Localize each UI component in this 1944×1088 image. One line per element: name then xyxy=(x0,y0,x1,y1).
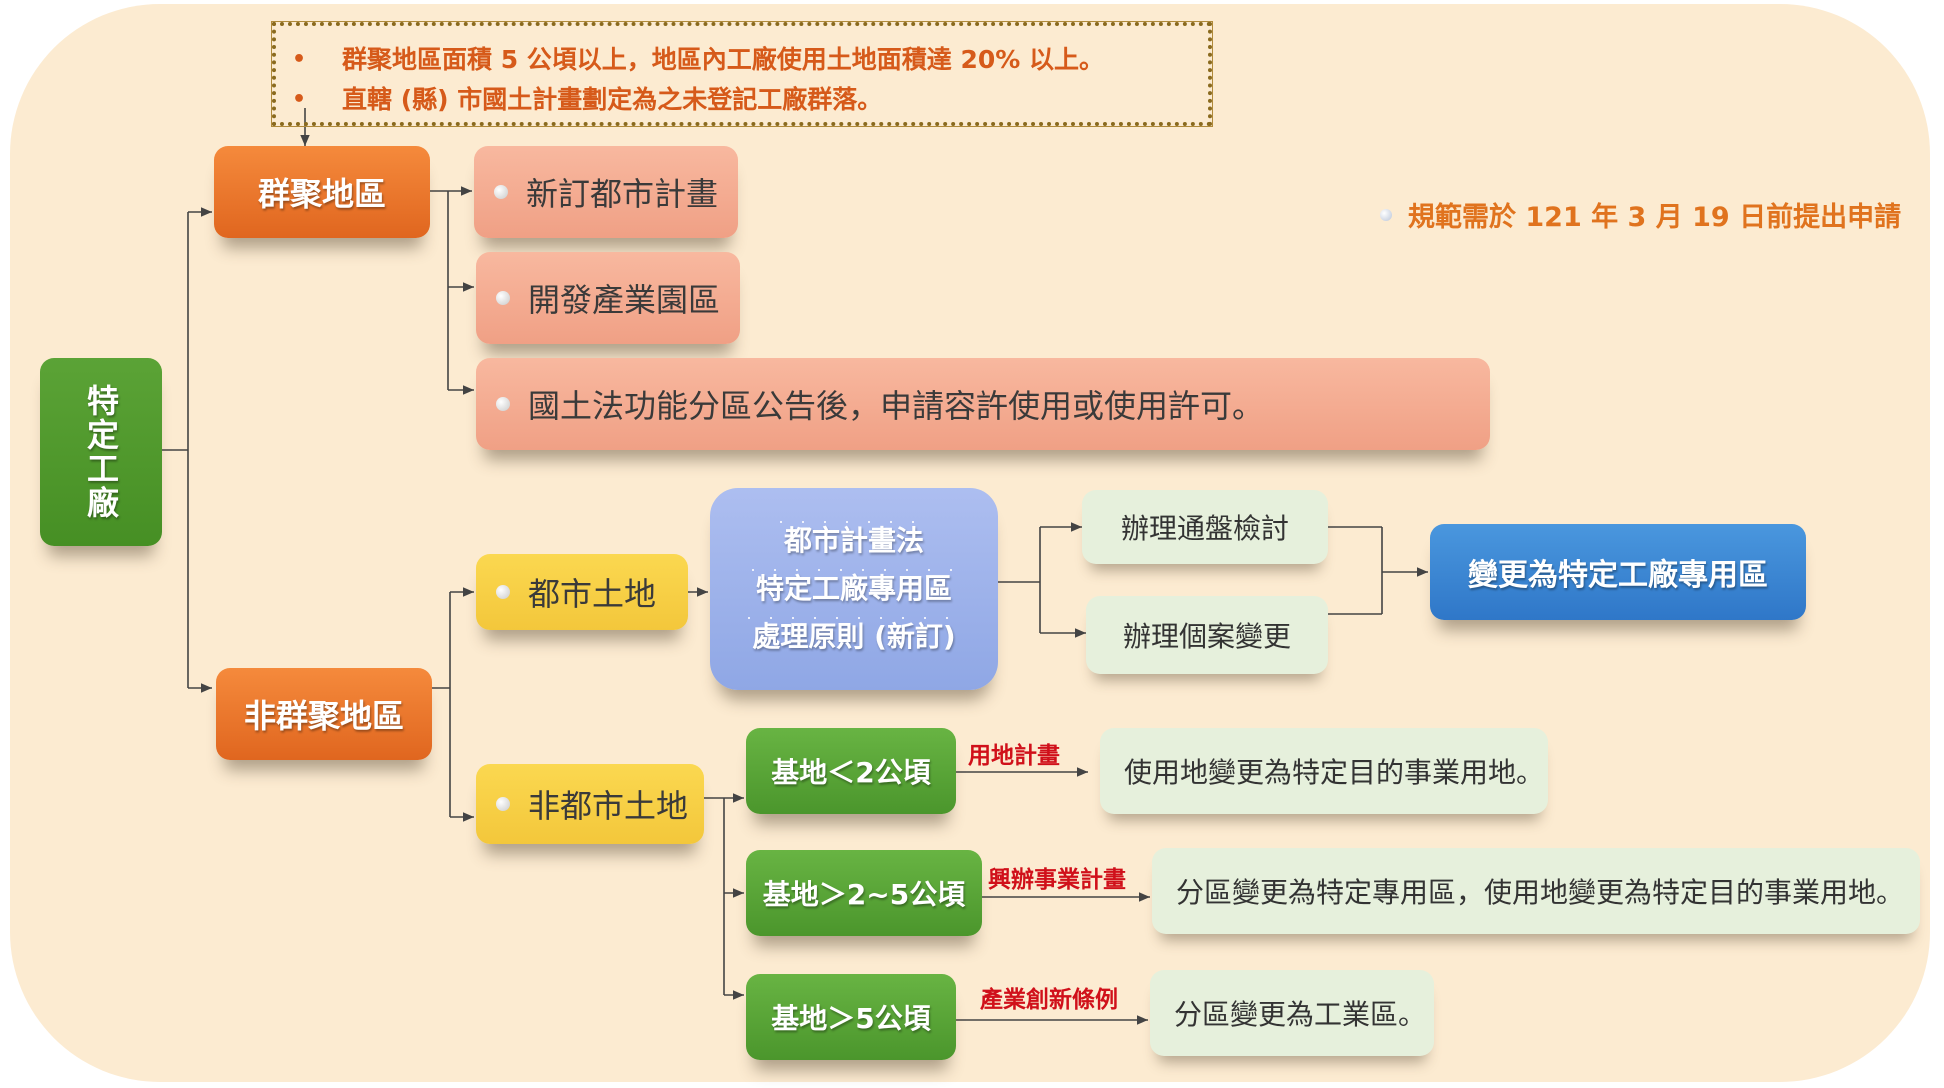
node-land-act-permit: 國土法功能分區公告後，申請容許使用或使用許可。 xyxy=(476,358,1490,450)
node-label: 都市土地 xyxy=(528,575,657,613)
node-noncluster-area: 非群聚地區 xyxy=(216,668,432,760)
node-label: 開發產業園區 xyxy=(528,281,721,319)
node-urban-land: 都市土地 xyxy=(476,554,688,630)
node-general-review: 辦理通盤檢討 xyxy=(1082,490,1328,564)
node-nonurban-land: 非都市土地 xyxy=(476,764,704,844)
criteria-text-2: 直轄 (縣) 市國土計畫劃定為之未登記工廠群落。 xyxy=(342,85,883,114)
node-case-change: 辦理個案變更 xyxy=(1086,596,1328,674)
label-land-use-plan: 用地計畫 xyxy=(968,743,1060,769)
root-label: 特定工廠 xyxy=(82,384,120,520)
root-node-special-factory: 特定工廠 xyxy=(40,358,162,546)
bullet-icon xyxy=(496,585,510,599)
criteria-item: • 群聚地區面積 5 公頃以上，地區內工廠使用土地面積達 20% 以上。 xyxy=(292,40,1192,80)
criteria-bullet: • xyxy=(292,47,307,72)
node-urban-plan-principle: 都市計畫法 特定工廠專用區 處理原則 (新訂) xyxy=(710,488,998,690)
bullet-icon xyxy=(496,797,510,811)
node-result-special-zone: 分區變更為特定專用區，使用地變更為特定目的事業用地。 xyxy=(1152,848,1920,934)
node-result-land-use-change: 使用地變更為特定目的事業用地。 xyxy=(1100,728,1548,814)
node-label: 辦理個案變更 xyxy=(1122,620,1291,653)
deadline-note: 規範需於 121 年 3 月 19 日前提出申請 xyxy=(1380,195,1901,234)
cluster-criteria-box: • 群聚地區面積 5 公頃以上，地區內工廠使用土地面積達 20% 以上。 • 直… xyxy=(271,21,1213,127)
node-site-2-to-5ha: 基地＞2~5公頃 xyxy=(746,850,982,936)
label-business-plan: 興辦事業計畫 xyxy=(988,867,1126,893)
node-label: 分區變更為特定專用區，使用地變更為特定目的事業用地。 xyxy=(1176,876,1905,909)
node-result-industrial-zone: 分區變更為工業區。 xyxy=(1150,970,1434,1056)
node-label: 基地＞5公頃 xyxy=(771,1002,931,1035)
node-label: 變更為特定工廠專用區 xyxy=(1468,558,1768,593)
bullet-icon xyxy=(496,291,510,305)
node-label: 基地＜2公頃 xyxy=(771,756,931,789)
bullet-icon xyxy=(496,397,510,411)
node-special-factory-zone: 變更為特定工廠專用區 xyxy=(1430,524,1806,620)
criteria-text-1: 群聚地區面積 5 公頃以上，地區內工廠使用土地面積達 20% 以上。 xyxy=(342,45,1105,74)
node-label: 非群聚地區 xyxy=(243,697,404,735)
bullet-icon xyxy=(1380,208,1392,221)
bullet-icon xyxy=(494,185,508,199)
node-industrial-park: 開發產業園區 xyxy=(476,252,740,344)
label-industrial-innovation-act: 產業創新條例 xyxy=(980,987,1118,1013)
principle-line: 特定工廠專用區 xyxy=(751,565,956,613)
node-site-over-5ha: 基地＞5公頃 xyxy=(746,974,956,1060)
node-label: 非都市土地 xyxy=(528,787,689,825)
node-label: 新訂都市計畫 xyxy=(526,175,719,213)
node-label: 基地＞2~5公頃 xyxy=(762,878,966,911)
principle-line: 處理原則 (新訂) xyxy=(748,613,960,661)
node-site-under-2ha: 基地＜2公頃 xyxy=(746,728,956,814)
deadline-text: 規範需於 121 年 3 月 19 日前提出申請 xyxy=(1408,202,1902,233)
principle-line: 都市計畫法 xyxy=(779,517,928,565)
node-label: 辦理通盤檢討 xyxy=(1120,512,1289,545)
criteria-bullet: • xyxy=(292,87,307,112)
node-label: 國土法功能分區公告後，申請容許使用或使用許可。 xyxy=(528,387,1265,425)
node-label: 分區變更為工業區。 xyxy=(1174,998,1427,1031)
node-new-urban-plan: 新訂都市計畫 xyxy=(474,146,738,238)
criteria-item: • 直轄 (縣) 市國土計畫劃定為之未登記工廠群落。 xyxy=(292,80,1192,120)
node-cluster-area: 群聚地區 xyxy=(214,146,430,238)
node-label: 使用地變更為特定目的事業用地。 xyxy=(1124,756,1545,789)
node-label: 群聚地區 xyxy=(257,175,386,213)
